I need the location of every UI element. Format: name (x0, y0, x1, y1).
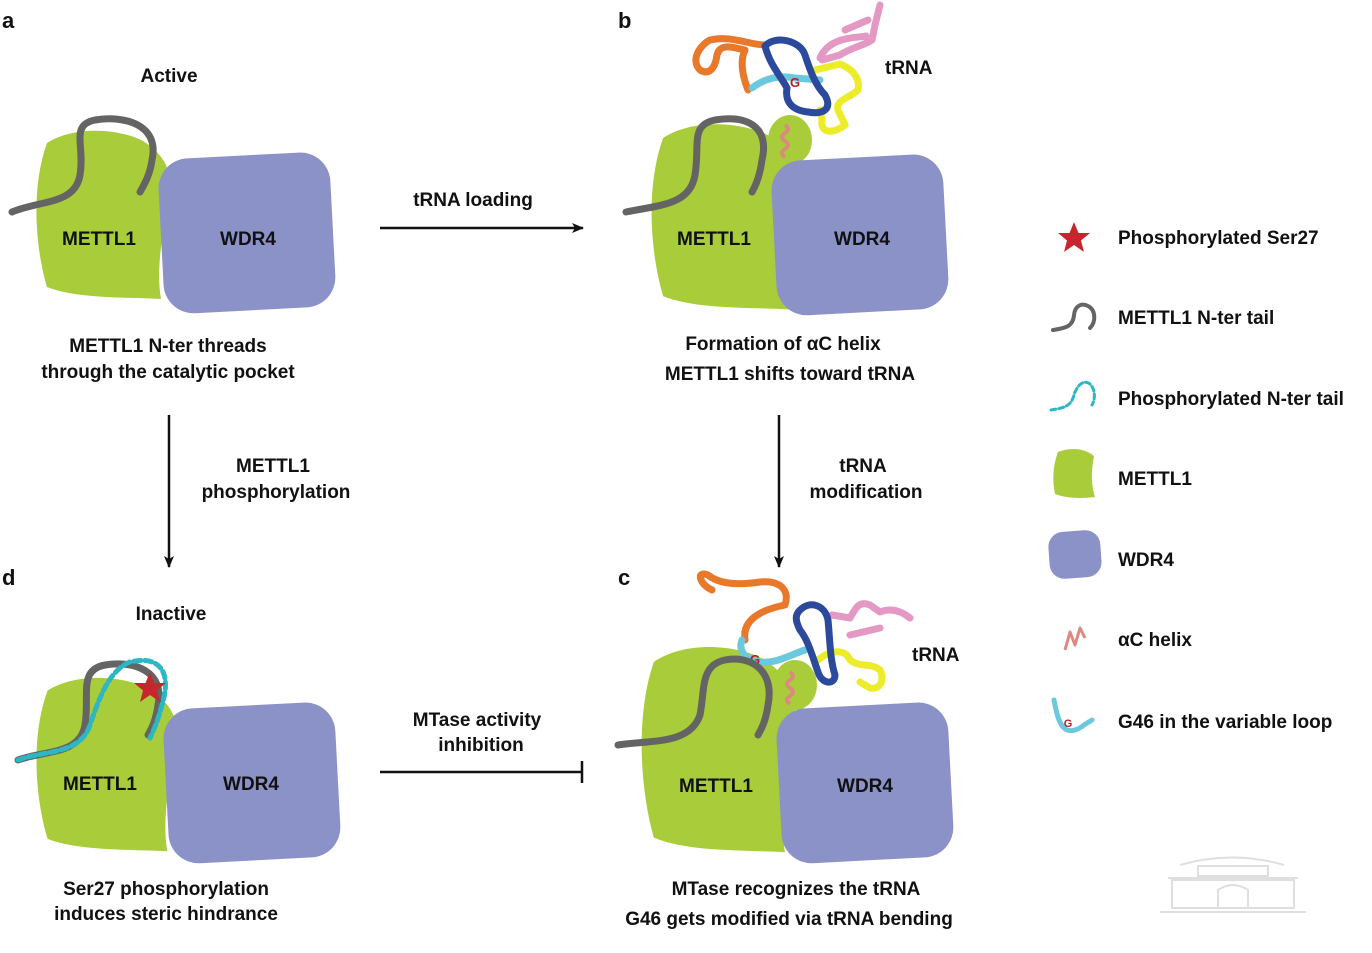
n-ter-tail (614, 655, 773, 749)
mettl1-shape (641, 646, 795, 853)
caption-line: METTL1 shifts toward tRNA (665, 364, 915, 385)
panel-b: b G tRNA METTL1 WDR4 Formation of αC hel… (618, 1, 950, 385)
trna (692, 1, 884, 135)
g46-letter: G (1064, 718, 1073, 730)
n-ter-tail (8, 115, 157, 216)
panel-letter: d (2, 565, 15, 590)
mettl1-label: METTL1 (63, 774, 137, 795)
legend-label: Phosphorylated Ser27 (1118, 228, 1319, 249)
wdr4-blob-icon (1048, 530, 1102, 579)
trna-label: tRNA (885, 58, 933, 79)
arrow-label: tRNA (839, 456, 887, 477)
panel-letter: c (618, 565, 630, 590)
inhibition-d-to-c: MTase activity inhibition (380, 710, 584, 783)
mettl1-label: METTL1 (62, 229, 136, 250)
legend: Phosphorylated Ser27 METTL1 N-ter tail P… (1048, 222, 1344, 734)
caption-line: METTL1 N-ter threads (69, 336, 266, 357)
mettl1-label: METTL1 (679, 776, 753, 797)
panel-a: a Active METTL1 WDR4 METTL1 N-ter thread… (2, 8, 337, 383)
legend-label: Phosphorylated N-ter tail (1118, 389, 1344, 410)
caption-line: through the catalytic pocket (41, 362, 295, 383)
mettl1-bump (768, 115, 812, 165)
arrow-label: inhibition (438, 735, 523, 756)
wdr4-label: WDR4 (834, 229, 890, 250)
caption-line: induces steric hindrance (54, 904, 278, 925)
panel-letter: a (2, 8, 15, 33)
g46-loop-icon (1051, 697, 1095, 734)
legend-label: METTL1 N-ter tail (1118, 308, 1274, 329)
watermark-logo (1160, 856, 1306, 913)
arrow-b-to-c: tRNA modification (774, 415, 923, 568)
star-icon (1058, 222, 1090, 252)
legend-label: G46 in the variable loop (1118, 712, 1332, 733)
panel-letter: b (618, 8, 631, 33)
state-label: Active (140, 66, 197, 87)
legend-label: METTL1 (1118, 469, 1192, 490)
legend-label: WDR4 (1118, 550, 1174, 571)
arrow-a-to-d: METTL1 phosphorylation (164, 415, 351, 568)
mettl1-bump (773, 660, 817, 710)
arrow-label: phosphorylation (202, 482, 351, 503)
caption-line: MTase recognizes the tRNA (672, 879, 921, 900)
panel-c: c G tRNA METTL1 WDR4 MTase recognizes th… (614, 565, 960, 930)
legend-label: αC helix (1118, 630, 1192, 651)
ac-helix (785, 670, 795, 706)
panel-d: d Inactive METTL1 WDR4 Ser27 phosphoryla… (2, 565, 342, 925)
wdr4-label: WDR4 (220, 229, 276, 250)
wdr4-label: WDR4 (223, 774, 279, 795)
caption-line: Ser27 phosphorylation (63, 879, 269, 900)
caption-line: Formation of αC helix (685, 334, 881, 355)
ac-helix (780, 123, 790, 159)
tail-icon (1051, 302, 1097, 332)
wdr4-label: WDR4 (837, 776, 893, 797)
arrow-label: tRNA loading (413, 190, 533, 211)
phosphorylated-n-ter-tail (15, 658, 168, 763)
arrow-label: METTL1 (236, 456, 310, 477)
trna (696, 570, 914, 692)
arrow-label: modification (810, 482, 923, 503)
dashed-tail-icon (1049, 380, 1096, 412)
n-ter-tail (622, 115, 767, 216)
caption-line: G46 gets modified via tRNA bending (625, 909, 953, 930)
arrow-a-to-b: tRNA loading (380, 190, 584, 233)
g46-letter: G (790, 75, 800, 90)
state-label: Inactive (136, 604, 207, 625)
helix-icon (1063, 626, 1087, 651)
arrow-label: MTase activity (413, 710, 542, 731)
g46-letter: G (750, 652, 760, 667)
mettl1-label: METTL1 (677, 229, 751, 250)
mettl1-blob-icon (1053, 448, 1095, 498)
trna-label: tRNA (912, 645, 960, 666)
